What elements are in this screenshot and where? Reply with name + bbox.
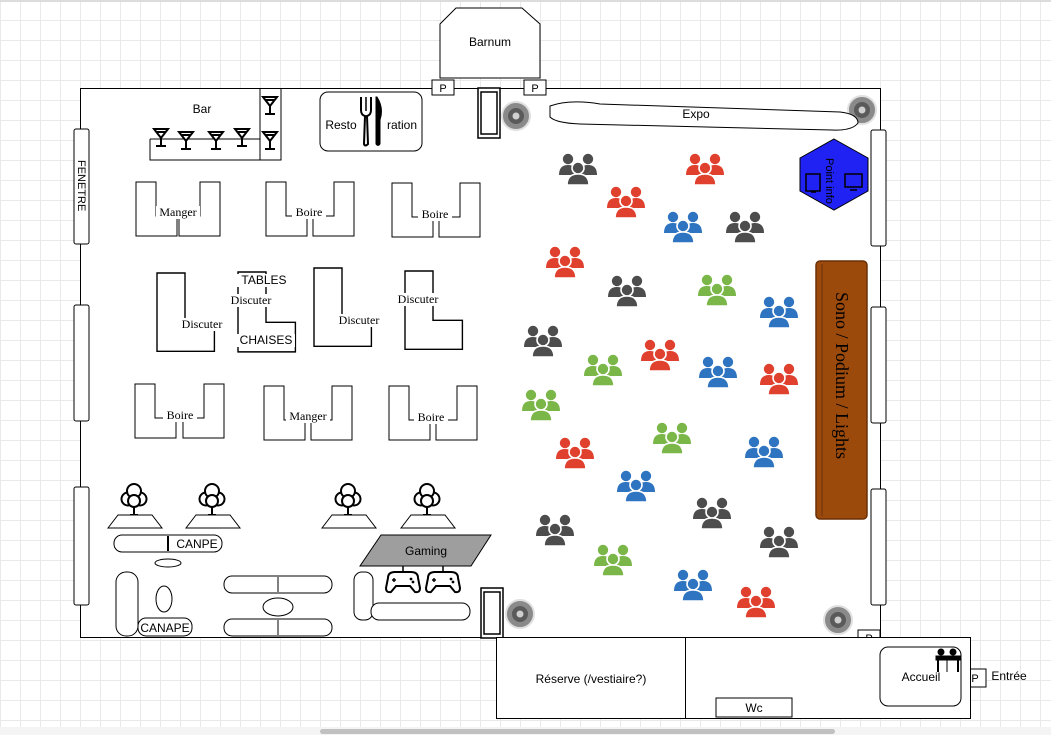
- main-room: [80, 88, 881, 638]
- restauration-label-left: Resto: [325, 118, 357, 132]
- speaker-bottom-left[interactable]: [505, 599, 535, 629]
- table-label-discuter-1: Discuter: [182, 317, 223, 331]
- table-label-discuter-4: Discuter: [398, 292, 439, 306]
- gaming-sofa[interactable]: [353, 571, 471, 621]
- canape-label: CANAPE: [140, 621, 189, 635]
- chaises-label: CHAISES: [240, 333, 293, 347]
- barnum-tent[interactable]: [439, 7, 541, 79]
- horizontal-scrollbar-thumb[interactable]: [320, 729, 835, 734]
- restauration-box[interactable]: [319, 91, 423, 152]
- p-marker-1[interactable]: [431, 79, 455, 96]
- computer-icon: [805, 173, 863, 193]
- restauration-label-right: ration: [387, 118, 417, 132]
- p-marker-4-label: P: [971, 673, 978, 685]
- cutlery-icon: [360, 96, 382, 147]
- point-info-hexagon[interactable]: [799, 138, 869, 211]
- table-label-discuter-2: Discuter: [231, 293, 272, 307]
- fenetre-label: FENETRE: [75, 160, 87, 211]
- reserve-label: Réserve (/vestiaire?): [536, 672, 647, 686]
- p-marker-2[interactable]: [523, 79, 547, 96]
- windows-left: [73, 128, 90, 606]
- accueil-desk[interactable]: [879, 646, 962, 707]
- reception-icon: [935, 648, 961, 672]
- p-marker-2-label: P: [531, 83, 538, 95]
- door-bottom[interactable]: [480, 587, 504, 639]
- barnum-label: Barnum: [469, 35, 511, 49]
- reserve-room[interactable]: [496, 637, 686, 719]
- point-info-label: Point info: [823, 158, 835, 204]
- table-label-boire-1: Boire: [296, 205, 323, 219]
- expo-label: Expo: [682, 107, 710, 121]
- gaming-label: Gaming: [405, 544, 447, 558]
- entree-label: Entrée: [991, 669, 1027, 683]
- lounge-area[interactable]: [113, 534, 333, 637]
- windows-right: [870, 129, 887, 606]
- stage-label: Sono / Podium / Lights: [832, 292, 852, 459]
- gaming-zone[interactable]: [359, 534, 492, 567]
- stage-sono-podium-lights[interactable]: [815, 260, 868, 520]
- door-top[interactable]: [477, 87, 501, 139]
- expo-banner[interactable]: [549, 101, 859, 131]
- table-label-manger-2: Manger: [289, 409, 326, 423]
- bar-label: Bar: [193, 102, 212, 116]
- canvas-top-border: [0, 0, 1051, 2]
- wc-box[interactable]: [715, 697, 793, 718]
- tables-label: TABLES: [241, 273, 286, 287]
- table-label-boire-3: Boire: [167, 408, 194, 422]
- speaker-bottom-right[interactable]: [823, 605, 853, 635]
- table-label-boire-4: Boire: [418, 410, 445, 424]
- wc-label: Wc: [745, 701, 762, 715]
- canpe-label: CANPE: [176, 537, 217, 551]
- p-marker-1-label: P: [439, 83, 446, 95]
- plant-bases: [106, 514, 457, 529]
- table-label-boire-2: Boire: [422, 207, 449, 221]
- accueil-label: Accueil: [902, 670, 941, 684]
- table-label-discuter-3: Discuter: [339, 313, 380, 327]
- speaker-top-left[interactable]: [501, 101, 531, 131]
- table-label-manger-1: Manger: [159, 205, 196, 219]
